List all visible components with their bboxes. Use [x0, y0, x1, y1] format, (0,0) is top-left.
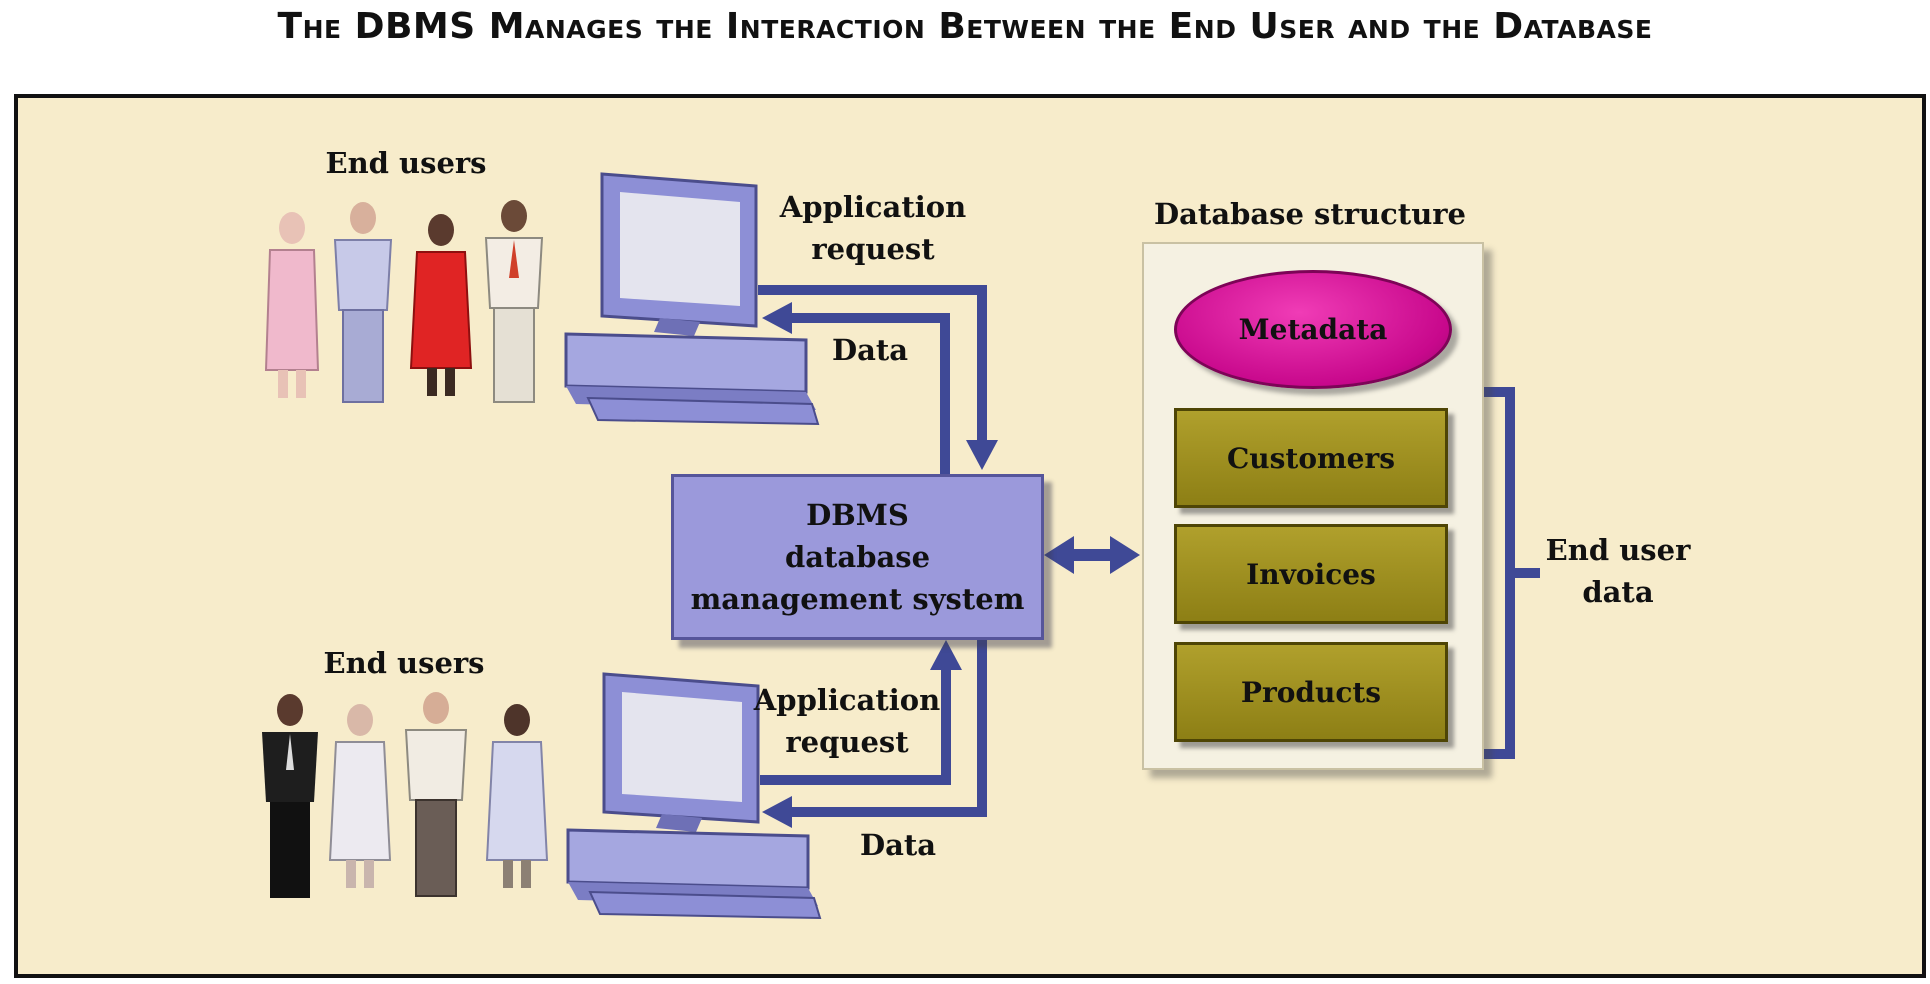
table-label: Invoices — [1246, 557, 1376, 591]
application-request-arrow-bottom — [760, 668, 951, 785]
end-users-top-figures — [264, 200, 544, 403]
person-icon — [409, 214, 473, 396]
computer-icon-top — [564, 172, 820, 426]
top-connector-arrows — [758, 285, 998, 474]
application-request-label-top: Application request — [779, 190, 967, 266]
table-label: Customers — [1227, 441, 1395, 475]
bottom-connector-arrows — [760, 640, 987, 828]
end-user-data-label: End user data — [1545, 533, 1691, 609]
person-icon — [404, 692, 468, 897]
table-label: Products — [1240, 675, 1382, 709]
metadata-label: Metadata — [1238, 313, 1388, 346]
end-users-label-bottom: End users — [323, 646, 485, 680]
data-arrow-bottom — [790, 640, 987, 817]
database-structure-label: Database structure — [1153, 197, 1467, 231]
table-customers: Customers — [1174, 408, 1448, 508]
diagram-title: The DBMS Manages the Interaction Between… — [277, 6, 1653, 47]
data-label-top: Data — [831, 333, 909, 367]
person-icon — [328, 704, 392, 888]
data-label-bottom: Data — [859, 828, 937, 862]
person-icon — [262, 694, 318, 898]
application-request-label-bottom: Application request — [753, 683, 941, 759]
table-invoices: Invoices — [1174, 524, 1448, 624]
dbms-box: DBMS database management system — [671, 474, 1044, 640]
end-users-bottom-figures — [262, 692, 549, 898]
application-request-arrow-top — [758, 285, 987, 442]
data-arrow-top — [790, 313, 950, 474]
end-users-label-top: End users — [325, 146, 487, 180]
person-icon — [484, 200, 544, 403]
dbms-label: DBMS database management system — [690, 498, 1025, 616]
dbms-database-double-arrow — [1044, 536, 1140, 574]
table-products: Products — [1174, 642, 1448, 742]
computer-icon-bottom — [566, 672, 822, 920]
metadata-ellipse: Metadata — [1174, 270, 1452, 389]
person-icon — [485, 704, 549, 888]
person-icon — [264, 212, 320, 398]
person-icon — [333, 202, 393, 403]
